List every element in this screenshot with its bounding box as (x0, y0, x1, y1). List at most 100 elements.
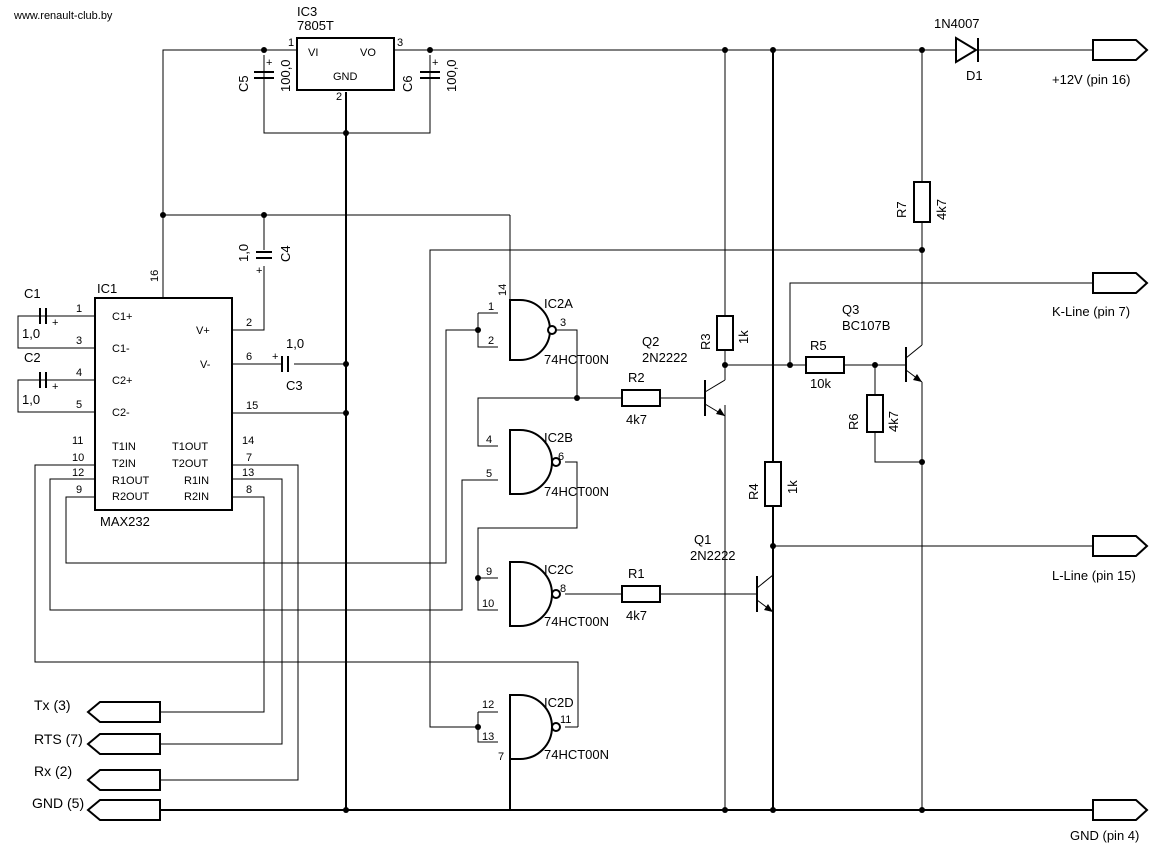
capacitor-c3: 1,0 C3 + (272, 336, 304, 393)
connectors_right-3-label-label: GND (pin 4) (1070, 828, 1139, 843)
transistors-q1-part-label: 2N2222 (690, 548, 736, 563)
ic1-part: MAX232 (100, 514, 150, 529)
resistors-r7-ref-label: R7 (894, 201, 909, 218)
capacitor-c2: C2 1,0 + (22, 350, 58, 407)
ic1-pins_left-3-num-label: 5 (76, 399, 82, 411)
connectors_right-1-label-label: K-Line (pin 7) (1052, 304, 1130, 319)
connectors_right-0-label-label: +12V (pin 16) (1052, 72, 1130, 87)
resistors-r3-val-label: 1k (736, 330, 751, 344)
resistors-r4-val-label: 1k (785, 480, 800, 494)
gates-c-in2-label: 10 (482, 598, 494, 610)
ic1-pins_left-6-name-label: R1OUT (112, 475, 150, 487)
connectors_left-2-label-label: Rx (2) (34, 763, 72, 779)
c6-plus: + (432, 57, 438, 69)
connector-kline: K-Line (pin 7) (1052, 272, 1149, 319)
gates-b-ref-label: IC2B (544, 430, 573, 445)
transistors-q2-ref-label: Q2 (642, 334, 659, 349)
c6-ref: C6 (400, 75, 415, 92)
diode-d1: 1N4007 D1 (934, 16, 990, 83)
site-label: www.renault-club.by (13, 10, 113, 22)
ic1-max232: IC1 MAX232 16 1 C1+ 3 C1- 4 C2+ 5 C2- 11… (60, 270, 258, 529)
gates-a-part-label: 74HCT00N (544, 352, 609, 367)
gates-d-ref-label: IC2D (544, 695, 574, 710)
resistors-r2-ref-label: R2 (628, 370, 645, 385)
gates-a-out-label: 3 (560, 317, 566, 329)
resistors-r1-val-label: 4k7 (626, 608, 647, 623)
ic1-pins_left-6-num-label: 12 (72, 467, 84, 479)
transistors-q2-part-label: 2N2222 (642, 350, 688, 365)
ic1-pins_left-1-name-label: C1- (112, 343, 130, 355)
ic1-pins_right-1-name-label: V- (200, 359, 211, 371)
nand-gate-ic2b: IC2B 74HCT00N 4 5 6 (486, 429, 609, 499)
c5-value: 100,0 (278, 59, 293, 92)
c4-plus: + (256, 265, 262, 277)
wires (17, 49, 1093, 811)
ic1-pins_right-3-num-label: 14 (242, 435, 254, 447)
resistors-r6-ref-label: R6 (846, 413, 861, 430)
transistors-q3-part-label: BC107B (842, 318, 890, 333)
ic3-vi: VI (308, 47, 318, 59)
resistors-r4-ref-label: R4 (746, 483, 761, 500)
capacitor-c6: + C6 100,0 (400, 57, 459, 92)
resistors-r2-val-label: 4k7 (626, 412, 647, 427)
ic1-pins_left-4-name-label: T1IN (112, 441, 136, 453)
ic1-pins_right-3-name-label: T1OUT (172, 441, 208, 453)
resistor-r5: R5 10k (805, 338, 845, 391)
ic3-pin3: 3 (397, 37, 403, 49)
resistors-r7-val-label: 4k7 (934, 199, 949, 220)
c5-ref: C5 (236, 75, 251, 92)
c2-ref: C2 (24, 350, 41, 365)
resistor-r7: R7 4k7 (894, 181, 949, 223)
nand-gate-ic2c: IC2C 74HCT00N 9 10 8 (482, 561, 609, 629)
connector-rx: Rx (2) (34, 763, 161, 791)
ic3-vo: VO (360, 47, 376, 59)
gates-b-in1-label: 4 (486, 434, 492, 446)
connectors_left-3-label-label: GND (5) (32, 795, 84, 811)
connectors_right-2-label-label: L-Line (pin 15) (1052, 568, 1136, 583)
gates-d-part-label: 74HCT00N (544, 747, 609, 762)
resistor-r4: R4 1k (746, 461, 800, 507)
ic1-pins_right-0-num-label: 2 (246, 317, 252, 329)
c1-plus: + (52, 317, 58, 329)
c6-value: 100,0 (444, 59, 459, 92)
ic1-pins_left-1-num-label: 3 (76, 335, 82, 347)
gates-b-in2-label: 5 (486, 468, 492, 480)
ic1-pins_right-5-num-label: 13 (242, 467, 254, 479)
transistors-q1-ref-label: Q1 (694, 532, 711, 547)
capacitor-c1: C1 1,0 + (22, 286, 58, 341)
connector-lline: L-Line (pin 15) (1052, 535, 1149, 583)
connector-12v: +12V (pin 16) (1052, 39, 1149, 87)
gates-c-out-label: 8 (560, 583, 566, 595)
ic1-pins_right-4-num-label: 7 (246, 452, 252, 464)
connector-gnd-rs232: GND (5) (32, 795, 161, 821)
ic1-pins_right-5-name-label: R1IN (184, 475, 209, 487)
c3-value: 1,0 (286, 336, 304, 351)
ic1-pins_left-7-name-label: R2OUT (112, 491, 150, 503)
c4-value: 1,0 (236, 244, 251, 262)
transistor-q3: Q3 BC107B (842, 302, 923, 383)
resistor-r1: R1 4k7 (621, 566, 661, 623)
ic1-pins_left-2-name-label: C2+ (112, 375, 133, 387)
ic1-pins_left-5-num-label: 10 (72, 452, 84, 464)
ic1-pins_left-0-name-label: C1+ (112, 311, 133, 323)
ic3-ref: IC3 (297, 4, 317, 19)
gates-b-part-label: 74HCT00N (544, 484, 609, 499)
resistors-r5-ref-label: R5 (810, 338, 827, 353)
resistor-r3: R3 1k (698, 315, 751, 351)
c2-value: 1,0 (22, 392, 40, 407)
ic1-pins_right-0-name-label: V+ (196, 325, 210, 337)
gates-d-out-label: 11 (560, 714, 571, 726)
connector-gnd-obd: GND (pin 4) (1070, 799, 1149, 843)
ic1-pins_right-4-name-label: T2OUT (172, 458, 208, 470)
gates-c-ref-label: IC2C (544, 562, 574, 577)
connector-rts: RTS (7) (34, 731, 161, 755)
ic3-part: 7805T (297, 18, 334, 33)
gates-a-in1-label: 1 (488, 301, 494, 313)
gates-d-in1-label: 12 (482, 699, 494, 711)
ic1-pin16: 16 (149, 270, 161, 282)
ic3-gnd: GND (333, 71, 358, 83)
ic1-pins_left-0-num-label: 1 (76, 303, 82, 315)
ic1-pins_left-2-num-label: 4 (76, 367, 82, 379)
resistors-r6-val-label: 4k7 (886, 411, 901, 432)
